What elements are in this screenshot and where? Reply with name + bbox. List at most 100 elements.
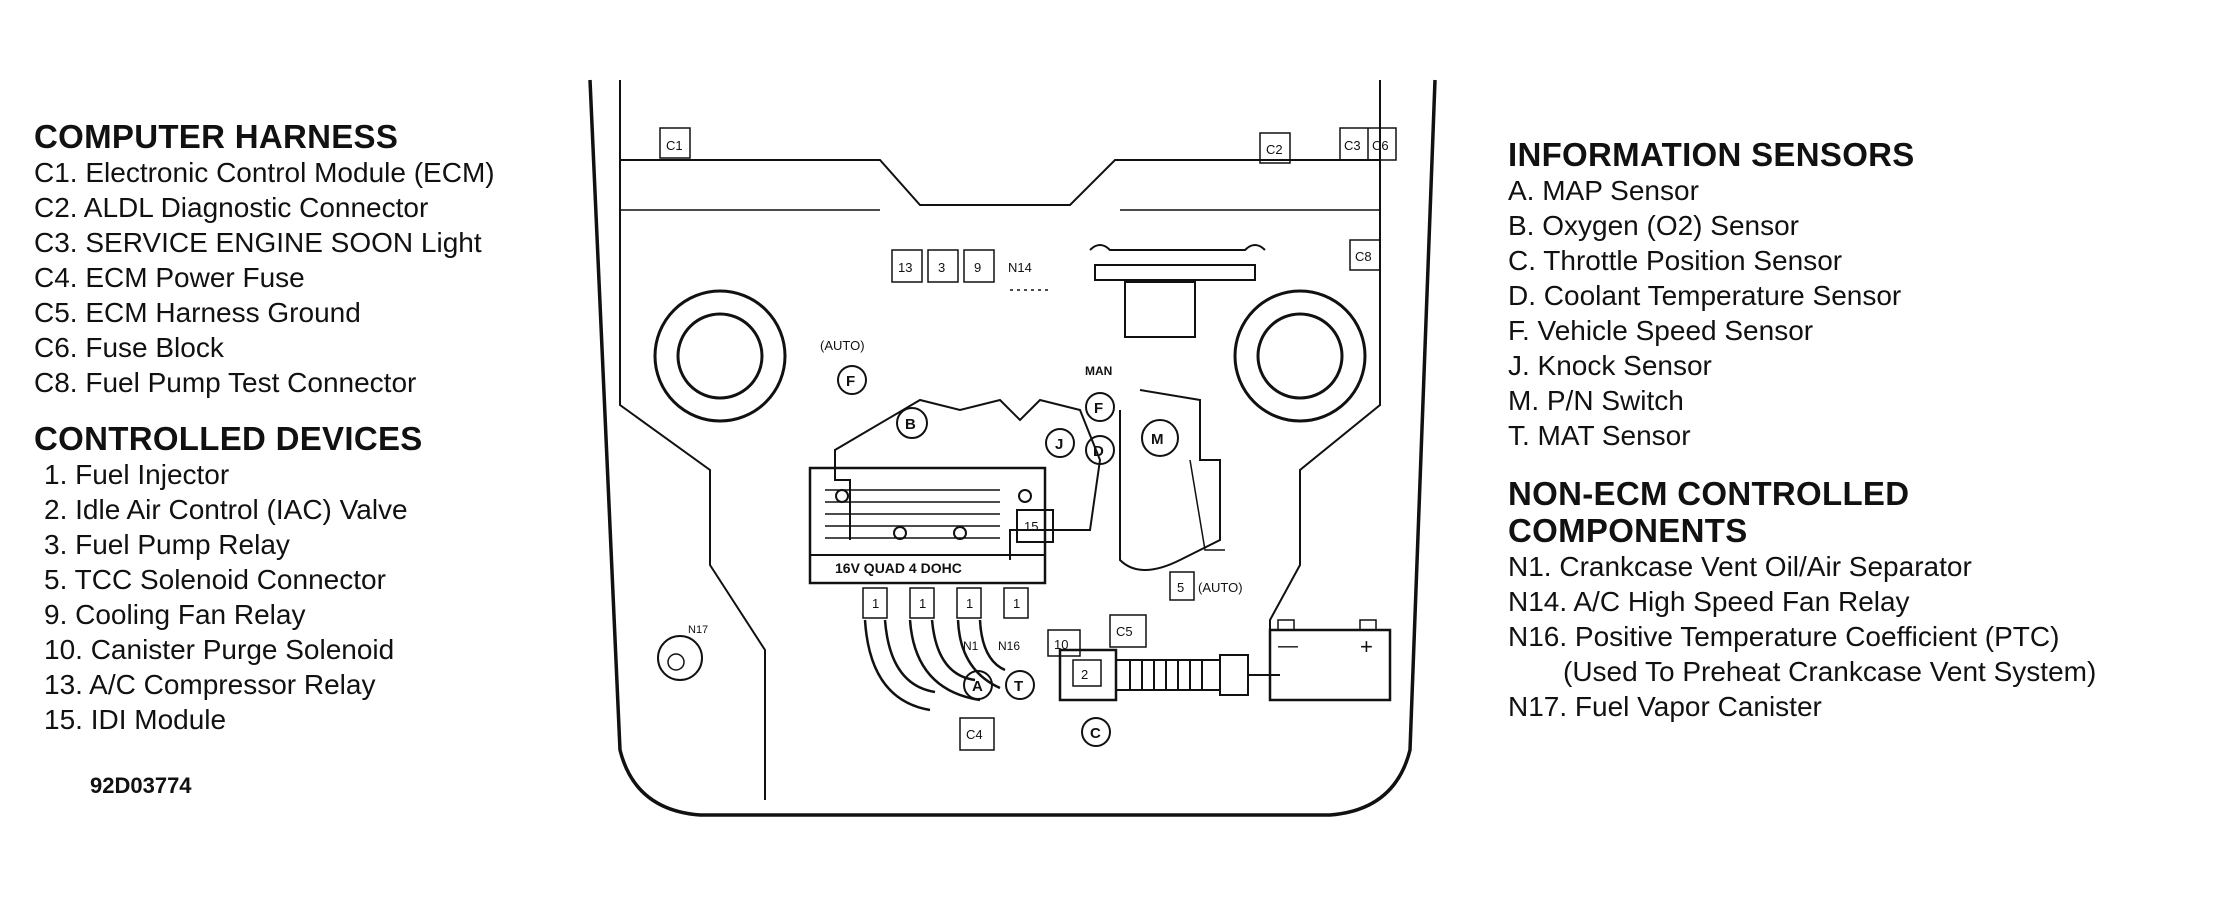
fuel-injector-1d: 1 xyxy=(1003,587,1029,619)
computer-harness-title: COMPUTER HARNESS xyxy=(34,118,399,155)
controlled-devices-title: CONTROLLED DEVICES xyxy=(34,420,423,457)
sensor-f-man: F xyxy=(1085,392,1115,422)
car-body-outline xyxy=(588,79,1437,817)
non-ecm-title-line2: COMPONENTS xyxy=(1508,512,1748,549)
right-strut-tower xyxy=(1233,289,1367,423)
svg-text:1: 1 xyxy=(919,596,926,611)
sensor-c: C xyxy=(1081,717,1111,747)
svg-text:F: F xyxy=(846,373,855,390)
intake-runners xyxy=(863,619,1006,712)
legend-item: D. Coolant Temperature Sensor xyxy=(1508,280,1902,311)
svg-text:C4: C4 xyxy=(966,727,983,742)
svg-text:2: 2 xyxy=(1081,667,1088,682)
legend-item: 13. A/C Compressor Relay xyxy=(44,669,376,700)
svg-text:C5: C5 xyxy=(1116,624,1133,639)
legend-item: C5. ECM Harness Ground xyxy=(34,297,361,328)
svg-text:F: F xyxy=(1094,400,1103,417)
svg-text:A: A xyxy=(972,678,983,695)
svg-text:C: C xyxy=(1090,725,1101,742)
engine-label: 16V QUAD 4 DOHC xyxy=(835,560,962,576)
c2-label: C2 xyxy=(1266,142,1283,157)
relay-3: 3 xyxy=(927,249,959,283)
engine-bay-diagram: C1 C2 C3 C6 C8 13 3 9 N14 xyxy=(588,79,1437,817)
air-cleaner xyxy=(1089,244,1266,338)
left-legend: COMPUTER HARNESS C1. Electronic Control … xyxy=(34,118,495,737)
purge-solenoid-10: 10 xyxy=(1047,629,1081,657)
fuel-injector-1a: 1 xyxy=(862,587,888,619)
controlled-devices-section: CONTROLLED DEVICES 1. Fuel Injector 2. I… xyxy=(34,420,495,737)
svg-text:M: M xyxy=(1151,431,1164,448)
svg-text:1: 1 xyxy=(966,596,973,611)
inner-body xyxy=(619,160,1381,800)
legend-item: C. Throttle Position Sensor xyxy=(1508,245,1843,276)
information-sensors-title: INFORMATION SENSORS xyxy=(1508,136,1915,173)
legend-item: C8. Fuel Pump Test Connector xyxy=(34,367,417,398)
legend-item: 10. Canister Purge Solenoid xyxy=(44,634,395,665)
svg-text:J: J xyxy=(1055,436,1063,453)
sensor-d: D xyxy=(1085,435,1115,465)
legend-item: N16. Positive Temperature Coefficient (P… xyxy=(1508,621,2060,652)
svg-text:T: T xyxy=(1014,678,1023,695)
legend-item: T. MAT Sensor xyxy=(1508,420,1691,451)
man-label: MAN xyxy=(1085,364,1112,378)
legend-item: N17. Fuel Vapor Canister xyxy=(1508,691,1822,722)
svg-text:D: D xyxy=(1093,443,1104,460)
legend-item: 5. TCC Solenoid Connector xyxy=(44,564,386,595)
iac-valve-2: 2 xyxy=(1058,648,1118,702)
fuel-injector-1b: 1 xyxy=(909,587,935,619)
legend-item: 1. Fuel Injector xyxy=(44,459,230,490)
auto-label-top: (AUTO) xyxy=(820,338,865,353)
computer-harness-section: COMPUTER HARNESS C1. Electronic Control … xyxy=(34,118,495,400)
sensor-m: M xyxy=(1141,419,1179,457)
sensor-a: A xyxy=(963,670,993,700)
tcc-connector-5: 5 xyxy=(1169,571,1195,601)
legend-item: J. Knock Sensor xyxy=(1508,350,1712,381)
svg-text:B: B xyxy=(905,416,916,433)
non-ecm-title-line1: NON-ECM CONTROLLED xyxy=(1508,475,1910,512)
legend-item: (Used To Preheat Crankcase Vent System) xyxy=(1563,656,2097,687)
legend-item: 3. Fuel Pump Relay xyxy=(44,529,290,560)
connector-c8: C8 xyxy=(1349,239,1381,271)
figure-id: 92D03774 xyxy=(90,773,192,798)
legend-item: C6. Fuse Block xyxy=(34,332,224,363)
legend-item: B. Oxygen (O2) Sensor xyxy=(1508,210,1800,241)
legend-item: 15. IDI Module xyxy=(44,704,227,735)
legend-item: C4. ECM Power Fuse xyxy=(34,262,305,293)
fuel-injector-1c: 1 xyxy=(956,587,982,619)
svg-text:10: 10 xyxy=(1054,637,1068,652)
connector-c4: C4 xyxy=(959,717,995,751)
legend-item: C1. Electronic Control Module (ECM) xyxy=(34,157,495,188)
battery: — + xyxy=(1268,619,1392,702)
fuel-vapor-canister: N17 xyxy=(657,624,708,681)
engine-outline xyxy=(834,398,1102,560)
svg-text:15: 15 xyxy=(1024,519,1038,534)
inner-outline xyxy=(619,80,1381,206)
legend-item: C2. ALDL Diagnostic Connector xyxy=(34,192,429,223)
n17-label: N17 xyxy=(688,624,708,636)
n16-label: N16 xyxy=(998,639,1020,653)
svg-text:1: 1 xyxy=(1013,596,1020,611)
legend-item: M. P/N Switch xyxy=(1508,385,1684,416)
c8-label: C8 xyxy=(1355,249,1372,264)
c1-label: C1 xyxy=(666,138,683,153)
connector-c5: C5 xyxy=(1109,614,1147,648)
transaxle-outline xyxy=(1119,389,1221,571)
legend-item: A. MAP Sensor xyxy=(1508,175,1699,206)
svg-text:1: 1 xyxy=(872,596,879,611)
legend-item: N14. A/C High Speed Fan Relay xyxy=(1508,586,1910,617)
legend-item: F. Vehicle Speed Sensor xyxy=(1508,315,1814,346)
svg-text:9: 9 xyxy=(974,260,981,275)
battery-minus: — xyxy=(1278,635,1298,657)
air-duct xyxy=(1116,654,1280,696)
svg-text:5: 5 xyxy=(1177,580,1184,595)
sensor-f-auto: F xyxy=(837,365,867,395)
connector-c3-c6: C3 C6 xyxy=(1339,127,1397,161)
svg-text:3: 3 xyxy=(938,260,945,275)
legend-item: 9. Cooling Fan Relay xyxy=(44,599,306,630)
sensor-b: B xyxy=(896,407,928,439)
relay-13: 13 xyxy=(891,249,923,283)
battery-plus: + xyxy=(1360,634,1373,659)
svg-text:13: 13 xyxy=(898,260,912,275)
left-strut-tower xyxy=(653,289,787,423)
legend-item: 2. Idle Air Control (IAC) Valve xyxy=(44,494,408,525)
